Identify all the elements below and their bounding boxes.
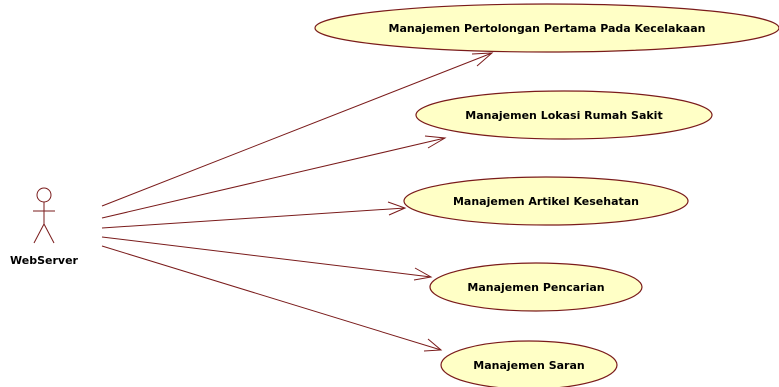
use-case-uc1[interactable]: Manajemen Pertolongan Pertama Pada Kecel…	[314, 3, 779, 53]
use-case-uc4[interactable]: Manajemen Pencarian	[429, 262, 643, 312]
use-case-label: Manajemen Lokasi Rumah Sakit	[465, 109, 662, 122]
association-uc2	[101, 135, 447, 219]
association-uc3	[101, 201, 407, 229]
association-uc4	[101, 236, 433, 281]
associations	[101, 52, 494, 352]
use-case-label: Manajemen Pertolongan Pertama Pada Kecel…	[389, 22, 706, 35]
association-uc5	[101, 245, 443, 352]
use-case-uc5[interactable]: Manajemen Saran	[440, 340, 618, 387]
actor-name: WebServer	[10, 254, 79, 267]
use-case-uc3[interactable]: Manajemen Artikel Kesehatan	[403, 176, 689, 226]
association-uc1	[101, 52, 494, 207]
actor-webserver[interactable]: WebServer	[10, 187, 79, 267]
use-case-label: Manajemen Pencarian	[467, 281, 604, 294]
stick-figure-actor-icon	[33, 187, 55, 244]
use-case-uc2[interactable]: Manajemen Lokasi Rumah Sakit	[415, 90, 713, 140]
use-case-label: Manajemen Saran	[473, 359, 584, 372]
use-case-label: Manajemen Artikel Kesehatan	[453, 195, 639, 208]
